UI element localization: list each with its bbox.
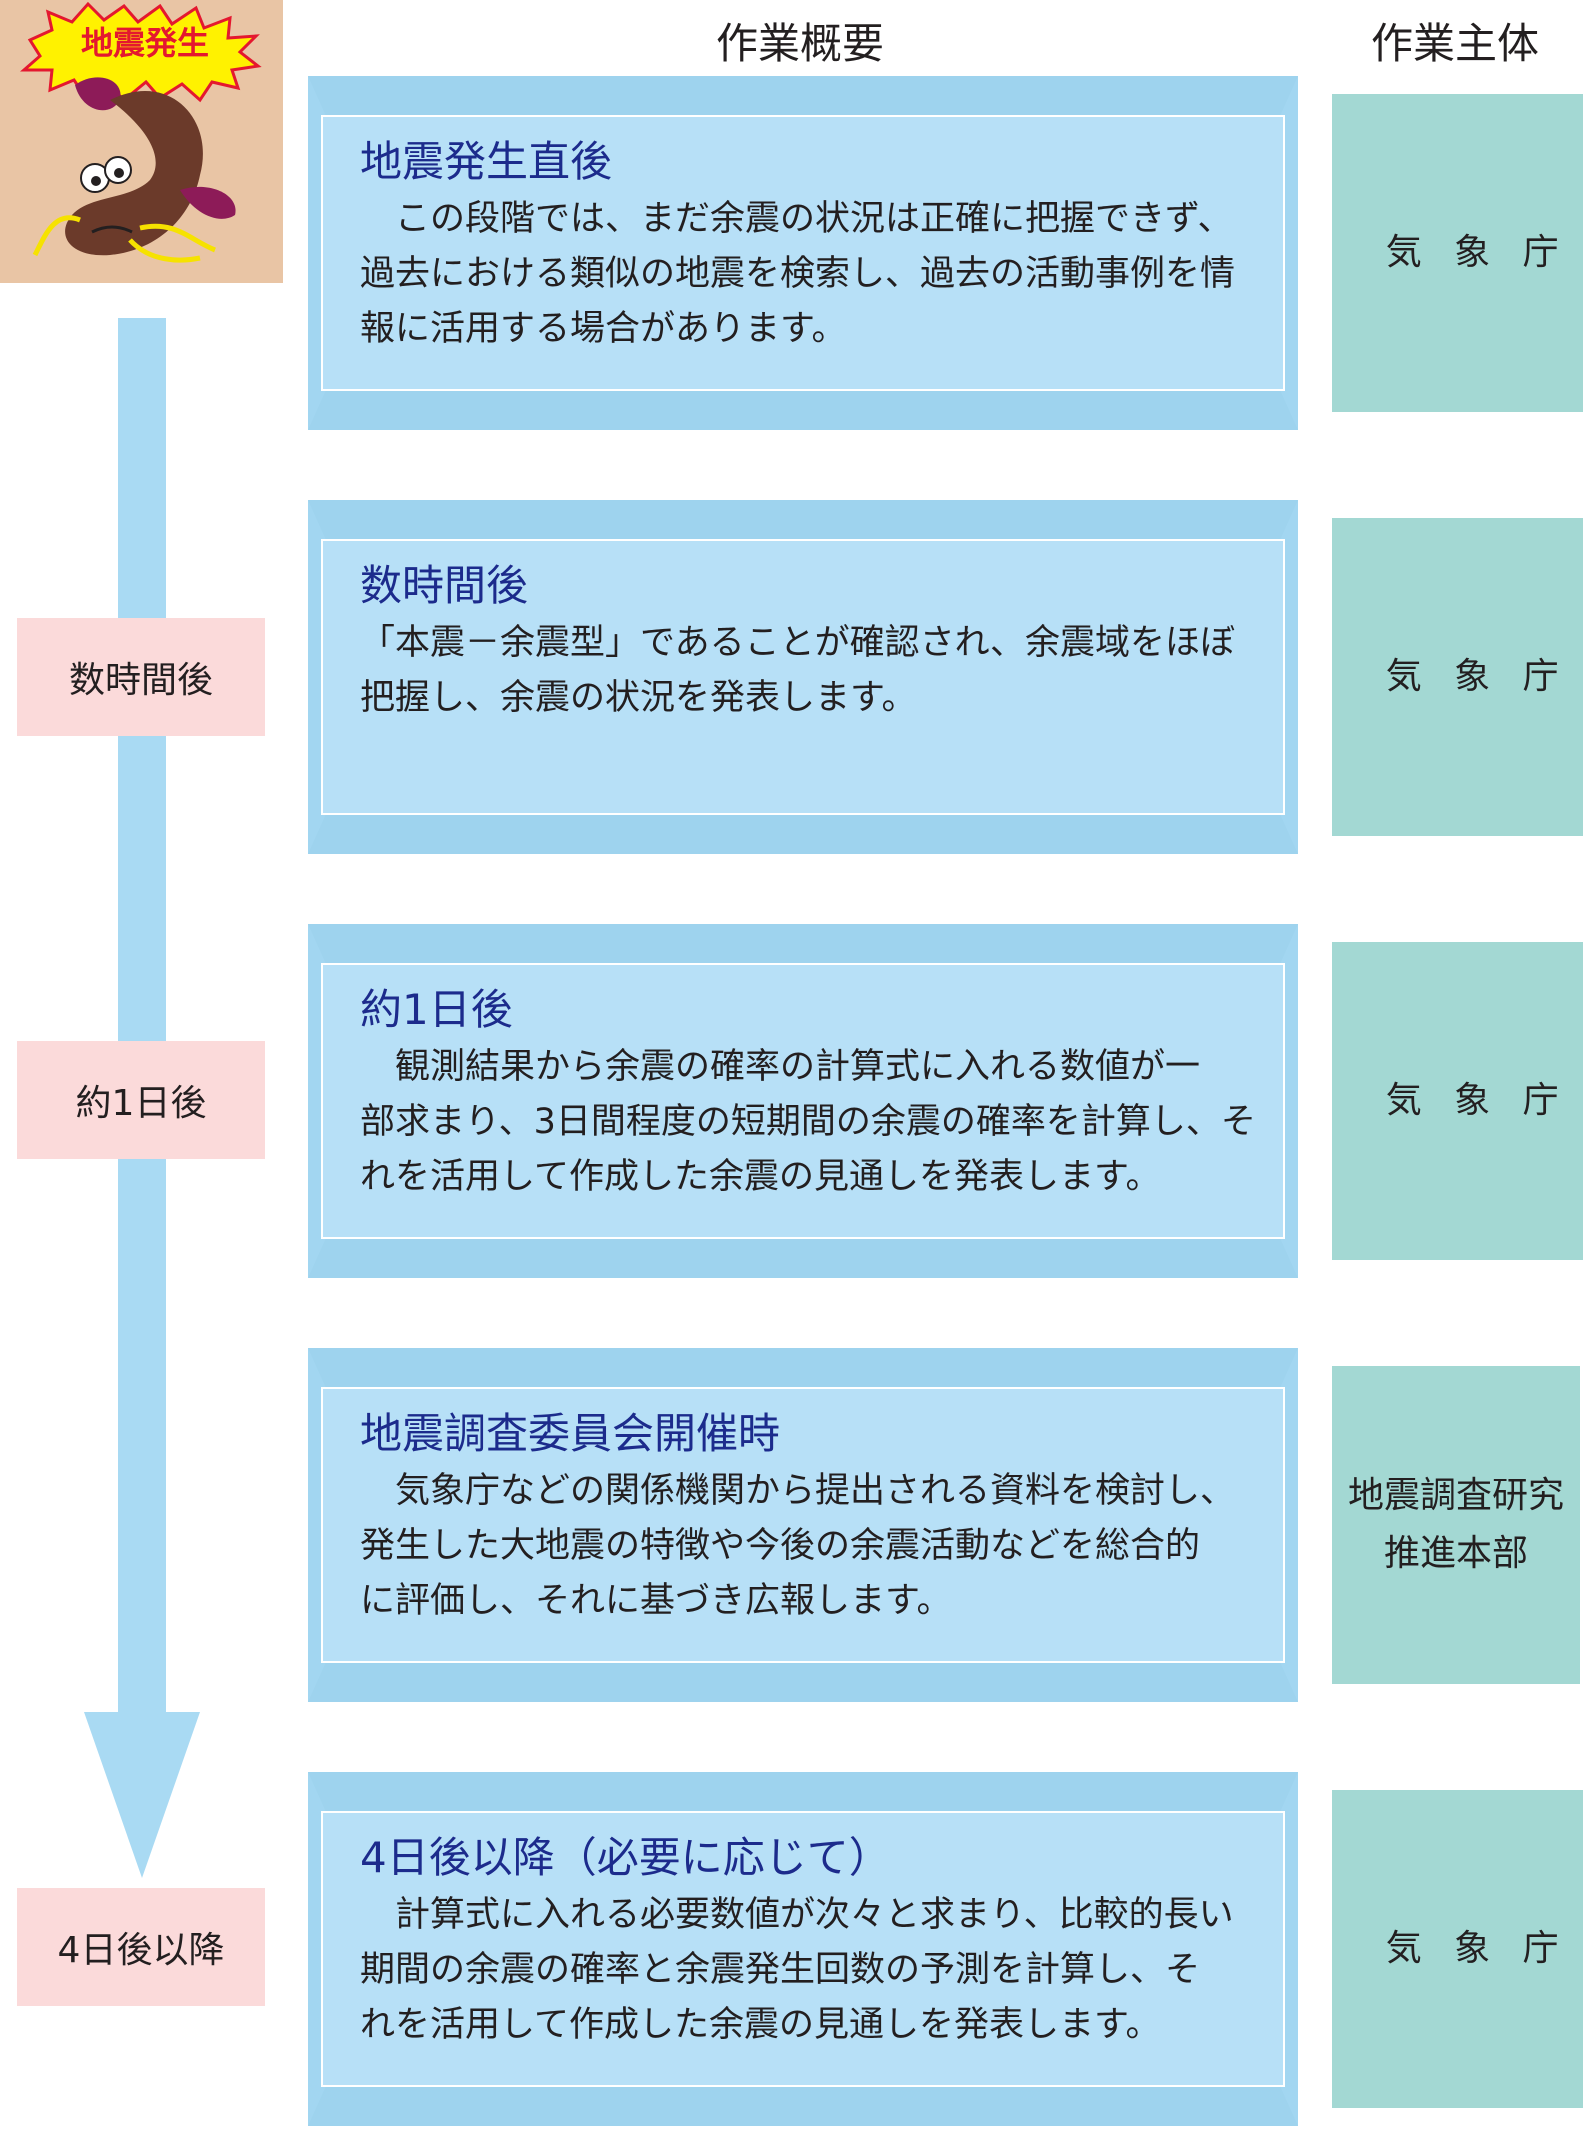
column-header-actor: 作業主体 <box>1370 19 1539 68</box>
stage-actor: 気象庁 <box>1332 1790 1583 2108</box>
time-label: 約1日後 <box>17 1041 265 1159</box>
stage-title: 地震調査委員会開催時 <box>360 1409 781 1458</box>
stage-actor: 地震調査研究 推進本部 <box>1332 1366 1580 1684</box>
stage-description: 計算式に入れる必要数値が次々と求まり、比較的長い 期間の余震の確率と余震発生回数… <box>360 1895 1234 2045</box>
stage-panel: 地震調査委員会開催時 気象庁などの関係機関から提出される資料を検討し、 発生した… <box>308 1348 1298 1702</box>
stage-description: 気象庁などの関係機関から提出される資料を検討し、 発生した大地震の特徴や今後の余… <box>360 1471 1236 1621</box>
stage-panel: 地震発生直後 この段階では、まだ余震の状況は正確に把握できず、 過去における類似… <box>308 76 1298 430</box>
earthquake-badge: 地震発生 <box>0 0 283 283</box>
stage-title: 4日後以降（必要に応じて） <box>360 1833 891 1882</box>
stage-panel: 4日後以降（必要に応じて） 計算式に入れる必要数値が次々と求まり、比較的長い 期… <box>308 1772 1298 2126</box>
stage-panel: 数時間後 「本震－余震型」であることが確認され、余震域をほぼ 把握し、余震の状況… <box>308 500 1298 854</box>
stage-title: 地震発生直後 <box>360 137 613 186</box>
panel-frame <box>308 500 1298 854</box>
stage-actor: 気象庁 <box>1332 518 1583 836</box>
catfish-icon <box>20 1 262 263</box>
panel-frame <box>308 76 1298 430</box>
stage-actor: 気象庁 <box>1332 942 1583 1260</box>
panel-frame <box>308 924 1298 1278</box>
time-label: 4日後以降 <box>17 1888 265 2006</box>
stage-title: 数時間後 <box>360 561 529 610</box>
stage-description: 「本震－余震型」であることが確認され、余震域をほぼ 把握し、余震の状況を発表しま… <box>360 623 1236 718</box>
stage-title: 約1日後 <box>360 985 513 1034</box>
panel-frame <box>308 1348 1298 1702</box>
stage-panel: 約1日後 観測結果から余震の確率の計算式に入れる数値が一 部求まり、3日間程度の… <box>308 924 1298 1278</box>
panel-frame <box>308 1772 1298 2126</box>
stage-description: 観測結果から余震の確率の計算式に入れる数値が一 部求まり、3日間程度の短期間の余… <box>360 1047 1256 1197</box>
column-header-overview: 作業概要 <box>715 19 884 68</box>
time-label: 数時間後 <box>17 618 265 736</box>
badge-text: 地震発生 <box>80 24 209 62</box>
timeline-arrow <box>84 318 200 1878</box>
stage-actor: 気象庁 <box>1332 94 1583 412</box>
stage-description: この段階では、まだ余震の状況は正確に把握できず、 過去における類似の地震を検索し… <box>360 199 1236 349</box>
